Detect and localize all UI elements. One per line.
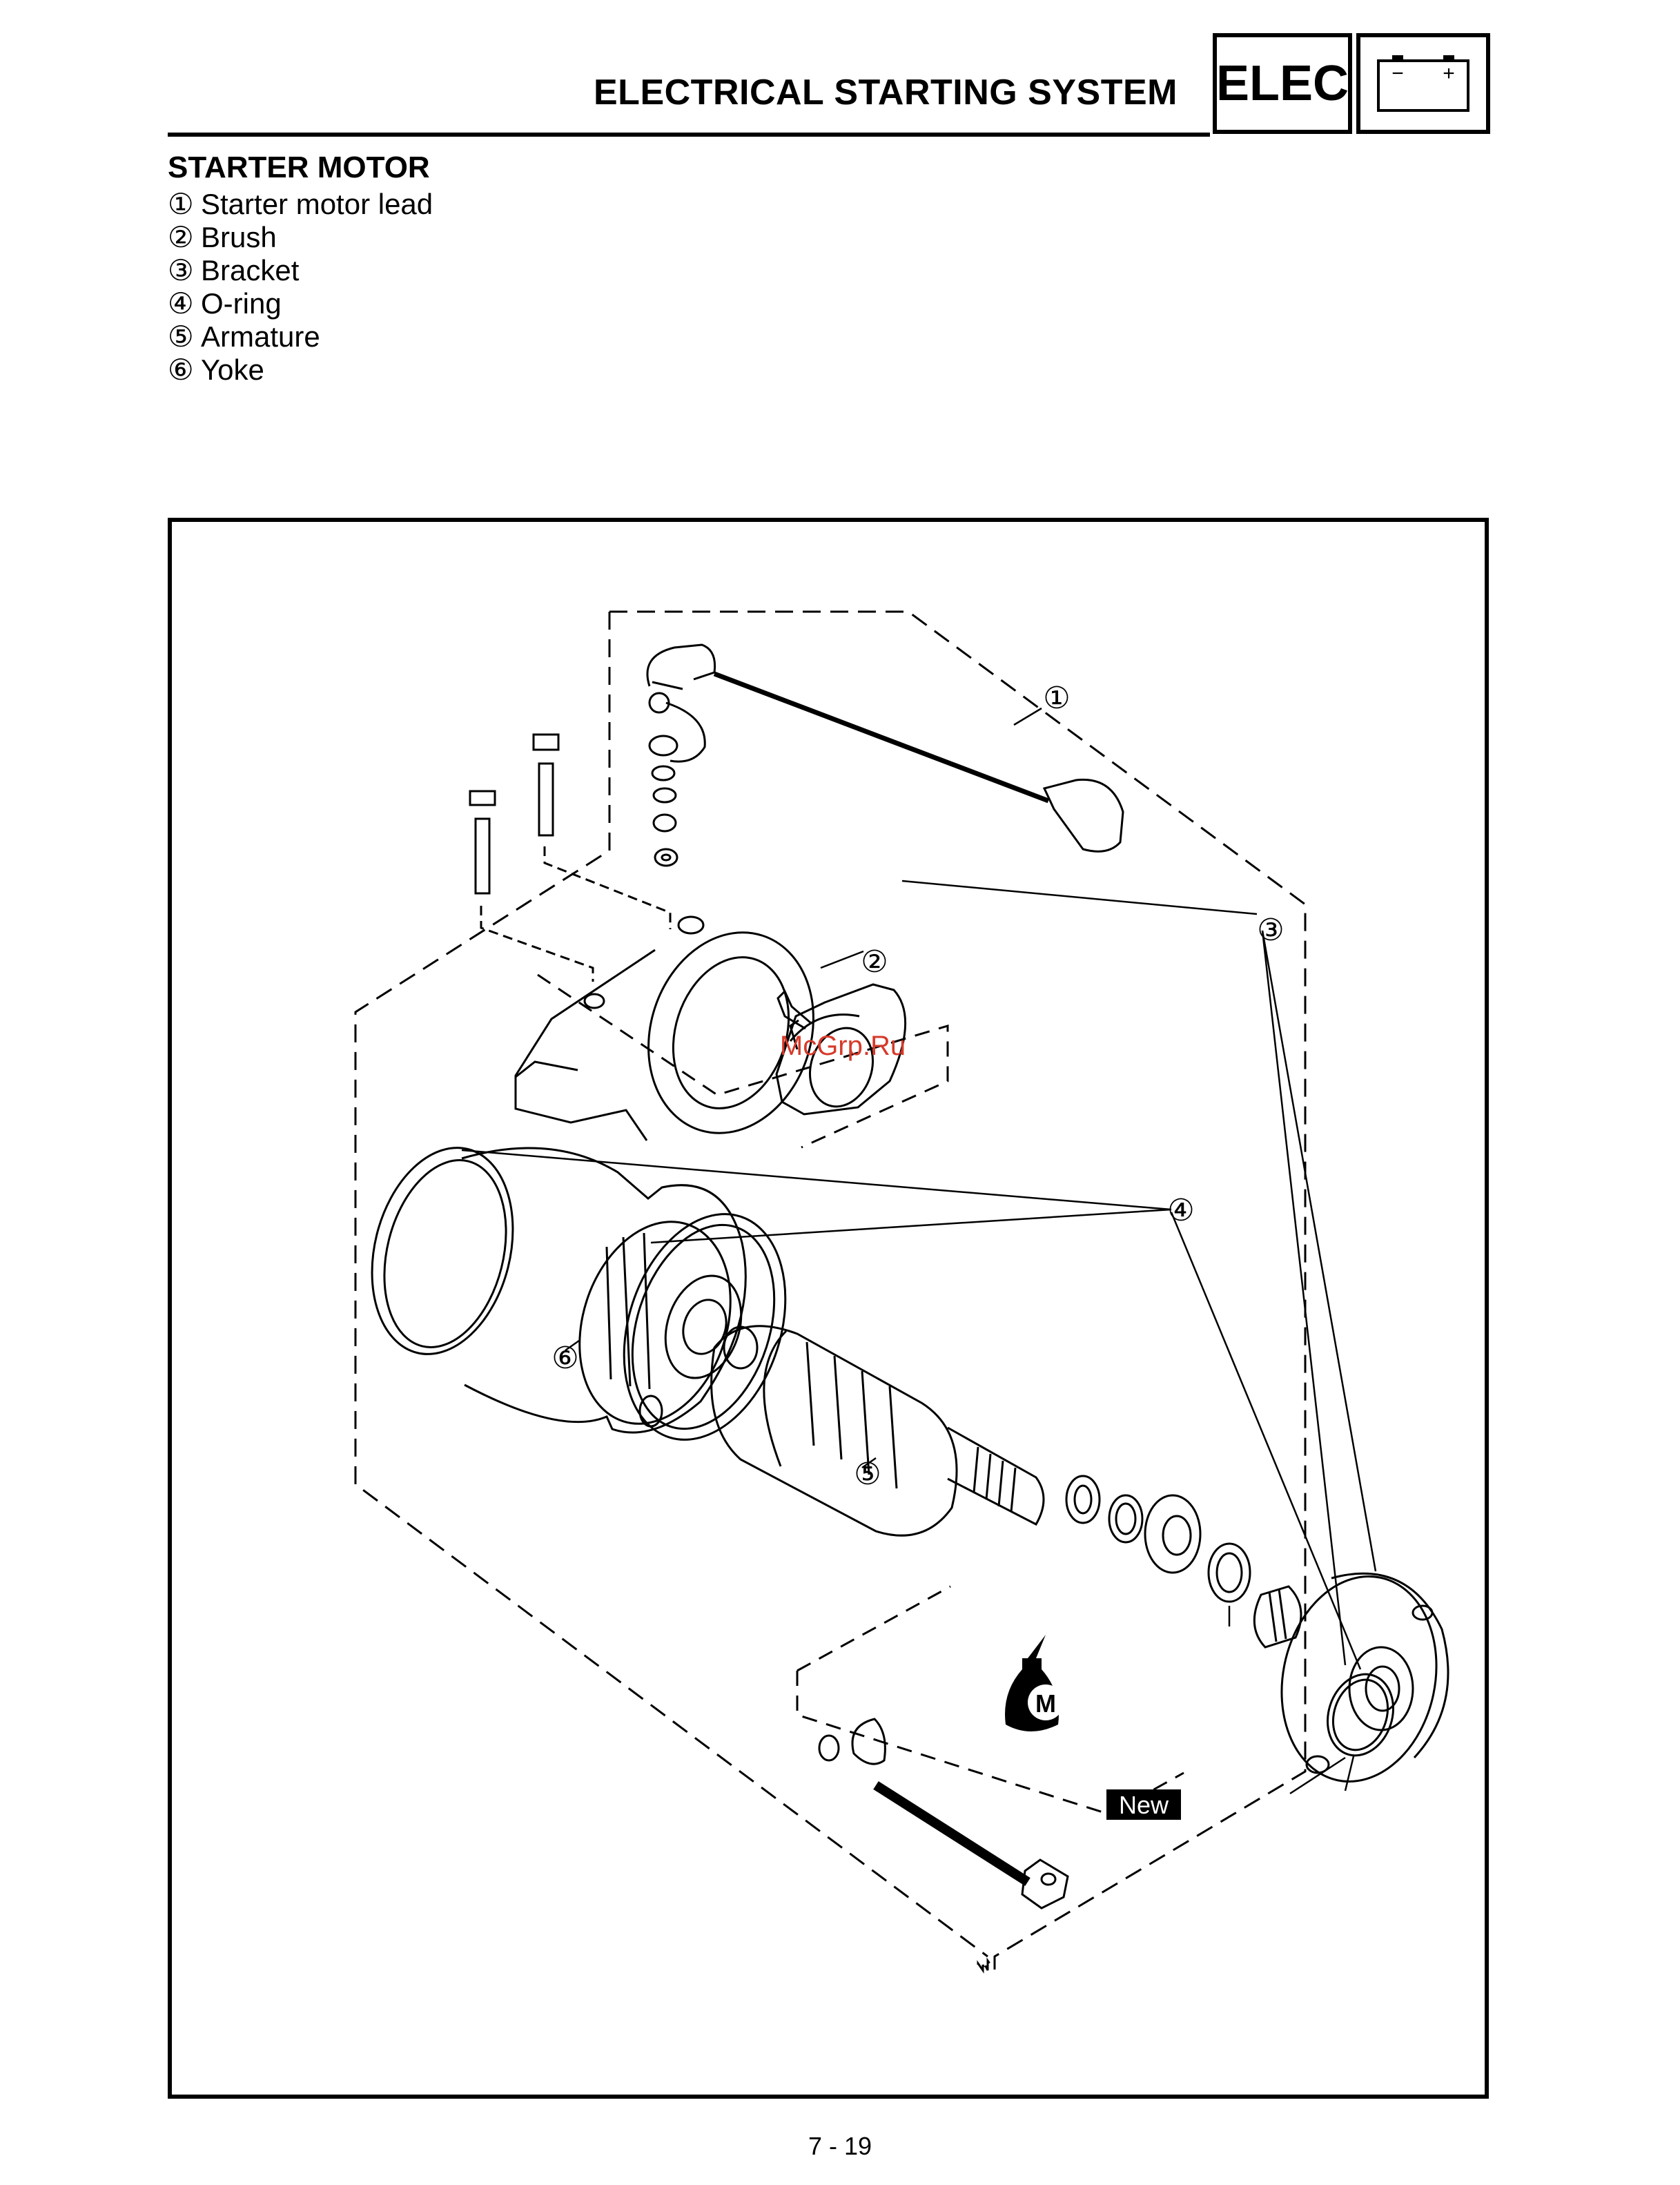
callout-armature: ⑤ — [854, 1457, 881, 1492]
legend-label: Armature — [201, 320, 320, 353]
legend-label: Yoke — [201, 353, 264, 386]
watermark: McGrp.Ru — [780, 1031, 906, 1061]
assembly-boundary-left — [355, 612, 988, 1956]
legend-number: ② — [168, 221, 201, 254]
washer — [1145, 1495, 1200, 1573]
elec-badge: ELEC — [1213, 33, 1352, 134]
leader-lines — [462, 708, 1376, 1794]
page-header-title: ELECTRICAL STARTING SYSTEM — [594, 72, 1178, 113]
yoke — [351, 1133, 812, 1461]
ref-frame-upper — [538, 975, 948, 1147]
legend-label: Bracket — [201, 254, 299, 287]
section-title: STARTER MOTOR — [168, 150, 430, 185]
starter-motor-lead — [647, 645, 1123, 866]
legend-label: O-ring — [201, 287, 282, 320]
battery-icon: − + — [1360, 37, 1486, 130]
callout-yoke: ⑥ — [551, 1341, 578, 1376]
legend-number: ① — [168, 188, 201, 221]
through-bolt — [819, 1719, 1068, 1908]
battery-badge: − + — [1356, 33, 1490, 134]
needle-bearing — [1254, 1586, 1301, 1647]
header-rule — [168, 133, 1210, 137]
exploded-diagram-frame: ① ② ③ ④ ⑤ ⑥ McGrp.Ru M New — [168, 518, 1489, 2099]
callout-brush: ② — [861, 944, 888, 980]
lube-mark-label: M — [1035, 1689, 1056, 1718]
lube-marker: M — [1005, 1635, 1064, 1731]
legend-number: ⑥ — [168, 353, 201, 387]
battery-plus-sign: + — [1443, 62, 1455, 85]
o-ring-small — [724, 1327, 757, 1368]
new-tag: New — [1119, 1791, 1169, 1819]
legend-label: Brush — [201, 221, 277, 253]
callout-lead: ① — [1043, 681, 1070, 716]
legend-label: Starter motor lead — [201, 188, 433, 220]
starter-motor-exploded-diagram: ① ② ③ ④ ⑤ ⑥ McGrp.Ru M New — [172, 522, 1485, 2095]
legend-number: ④ — [168, 287, 201, 320]
battery-minus-sign: − — [1391, 62, 1404, 85]
callout-o-ring: ④ — [1167, 1193, 1194, 1228]
legend-number: ⑤ — [168, 320, 201, 353]
rear-cover — [1263, 1562, 1455, 1796]
mounting-bolts — [470, 735, 670, 982]
washer — [1066, 1476, 1100, 1523]
washer — [1109, 1495, 1142, 1542]
callout-bracket: ③ — [1257, 913, 1284, 948]
elec-badge-label: ELEC — [1216, 59, 1349, 108]
ref-frame-lower — [797, 1586, 950, 1671]
legend-number: ③ — [168, 254, 201, 287]
page-number: 7 - 19 — [0, 2132, 1680, 2161]
armature — [712, 1326, 1044, 1535]
